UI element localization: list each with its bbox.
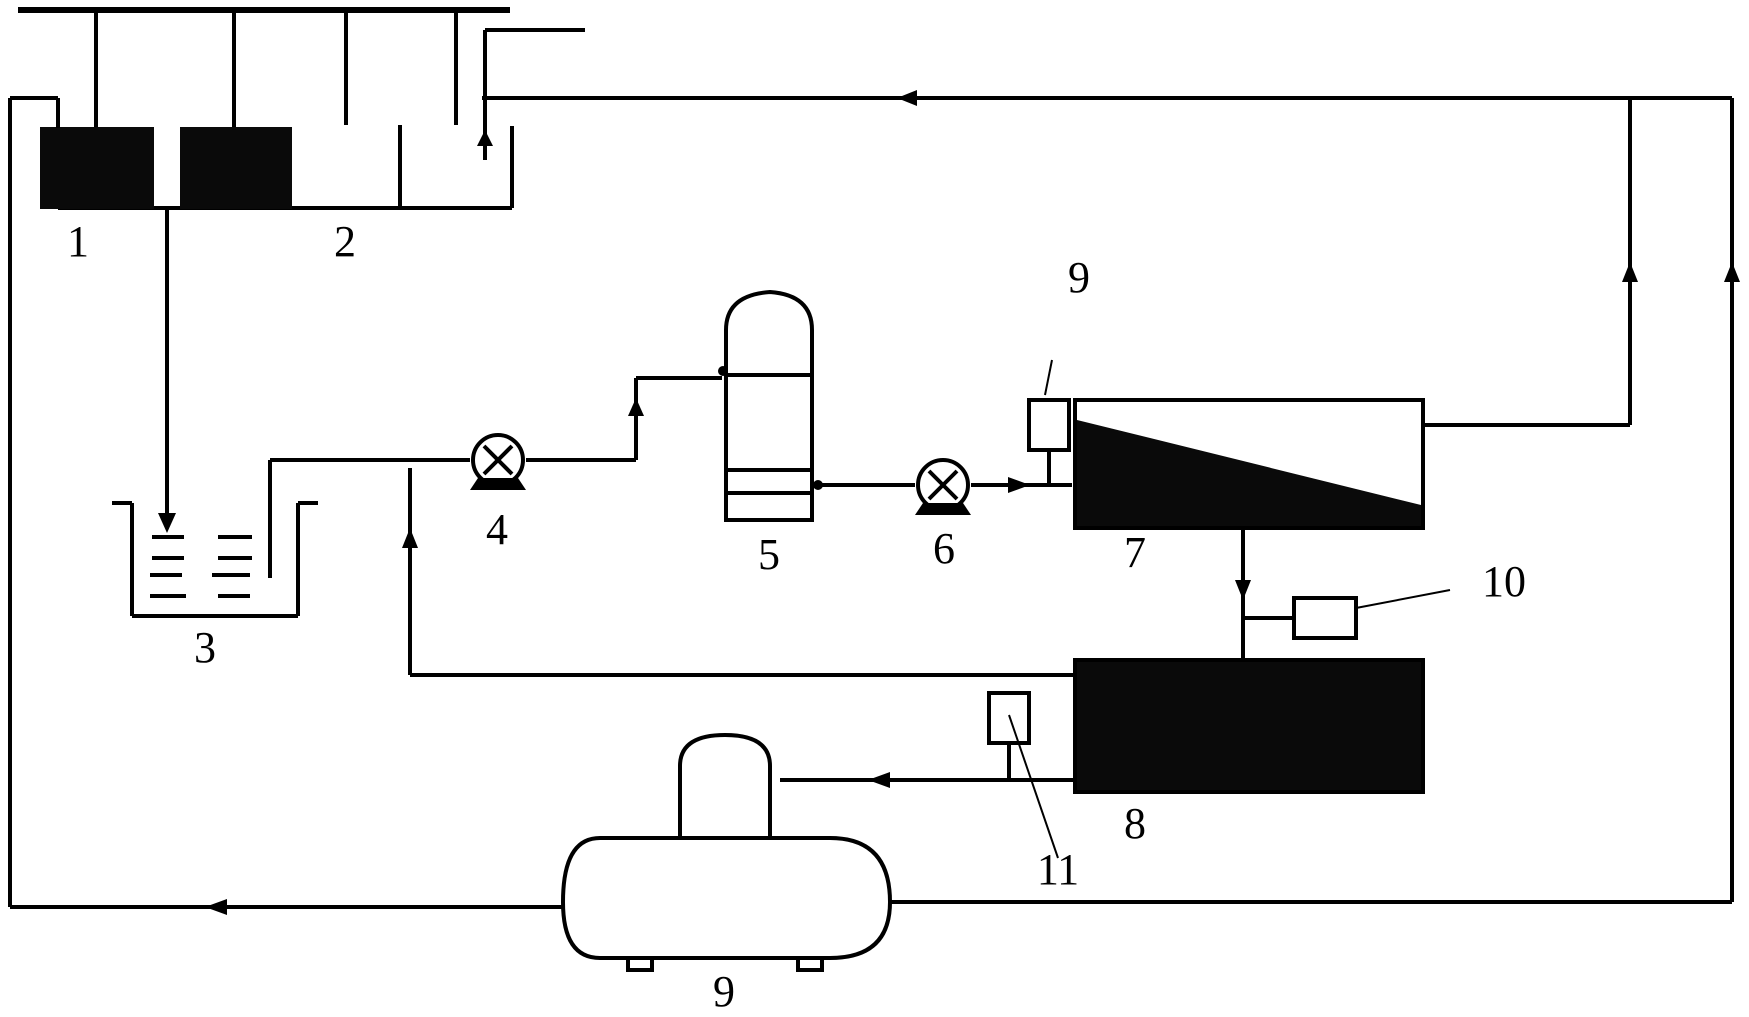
- return-8-to-4: [402, 468, 1075, 677]
- label-11: 11: [1037, 845, 1079, 894]
- label-1: 1: [67, 217, 89, 266]
- tank-3: [112, 460, 318, 618]
- sensor-11: [987, 691, 1059, 859]
- label-5: 5: [758, 530, 780, 579]
- label-6: 6: [933, 524, 955, 573]
- label-9-top: 9: [1068, 253, 1090, 302]
- reactor-7: [1073, 398, 1425, 530]
- pump-6-icon: [915, 458, 971, 515]
- label-3: 3: [194, 623, 216, 672]
- reactor-8: [1073, 658, 1425, 794]
- column-5: [724, 289, 823, 522]
- tank-1-2-assembly: [40, 125, 514, 210]
- return-line-top: [482, 90, 1740, 902]
- label-9-bottom: 9: [713, 967, 735, 1012]
- label-7: 7: [1124, 528, 1146, 577]
- pump-4-icon: [470, 433, 526, 490]
- pipe-7-to-8: [1235, 528, 1294, 660]
- label-4: 4: [486, 505, 508, 554]
- return-line-bottom: [8, 96, 1732, 915]
- label-8: 8: [1124, 799, 1146, 848]
- vessel-9: [560, 732, 893, 972]
- labels: 1 2 3 4 5 6 7 8 9 9 10 11: [67, 217, 1526, 1016]
- label-2: 2: [334, 217, 356, 266]
- pipe-8-to-9: [780, 772, 1075, 788]
- label-10: 10: [1482, 557, 1526, 606]
- tank-1-block: [40, 127, 154, 209]
- sensor-9-top: [1027, 359, 1071, 485]
- pipe-5-to-7: [812, 477, 1072, 493]
- supply-manifold: [18, 7, 585, 160]
- sensor-10: [1292, 589, 1451, 640]
- pipe-3-to-5: [270, 366, 728, 462]
- tank-2-block: [180, 127, 292, 209]
- pipe-1-to-3: [158, 208, 176, 533]
